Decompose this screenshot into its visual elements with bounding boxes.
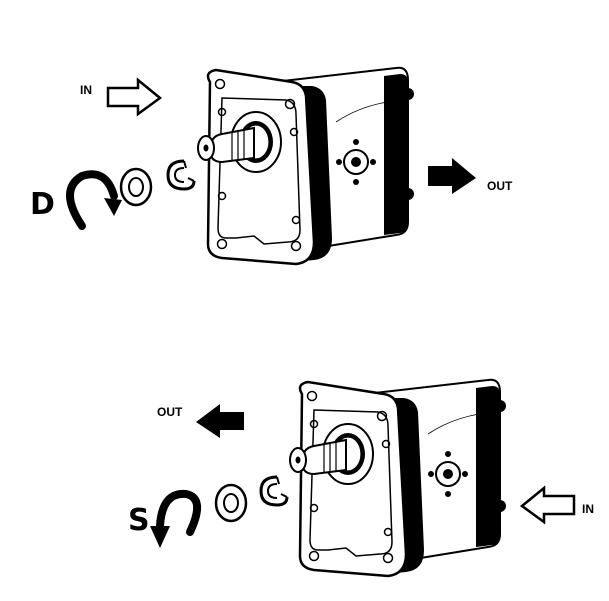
top-pump-body xyxy=(196,66,416,266)
top-out-arrow xyxy=(428,158,476,194)
bottom-rotation-arrow xyxy=(156,489,201,536)
bottom-pump-body xyxy=(288,378,508,578)
top-assembly xyxy=(66,66,476,266)
top-in-label: IN xyxy=(80,83,92,97)
bottom-in-arrow xyxy=(519,485,576,525)
bottom-assembly xyxy=(150,378,576,578)
bottom-out-arrow xyxy=(196,404,244,438)
top-nut xyxy=(119,167,153,207)
bottom-lock-washer xyxy=(259,475,289,507)
bottom-in-label: IN xyxy=(582,502,594,516)
bottom-out-label: OUT xyxy=(157,405,183,419)
top-in-arrow xyxy=(106,77,163,117)
top-lock-washer xyxy=(166,159,196,191)
bottom-rotation-label: S xyxy=(128,503,150,538)
top-rotation-label: D xyxy=(30,187,55,222)
top-rotation-arrow xyxy=(66,170,118,230)
top-out-label: OUT xyxy=(487,179,513,193)
bottom-nut xyxy=(214,483,248,523)
